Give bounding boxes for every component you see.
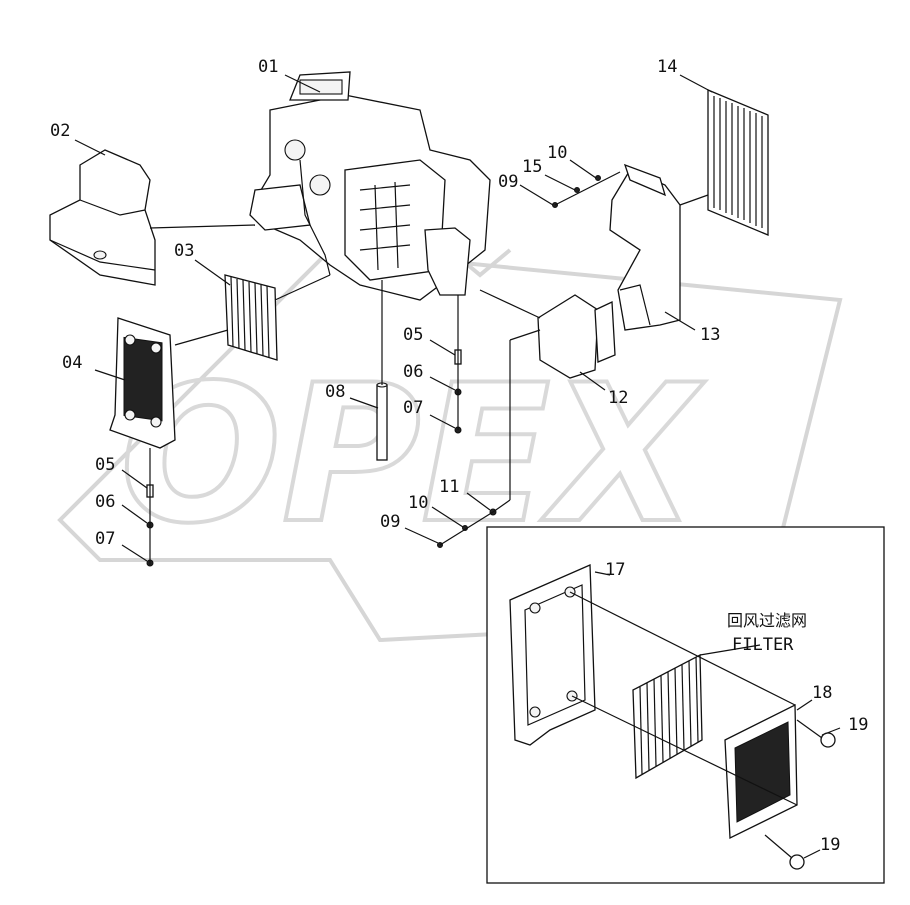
part-01-heater-unit xyxy=(249,71,491,301)
label-07-right: 07 xyxy=(403,398,423,418)
label-19-top: 19 xyxy=(848,715,868,735)
part-14-cabin-filter xyxy=(707,89,769,236)
label-14: 14 xyxy=(657,57,677,77)
label-12: 12 xyxy=(608,388,628,408)
inset-title-cn: 回风过滤网 xyxy=(727,611,807,630)
label-10-top: 10 xyxy=(547,143,567,163)
part-13-duct xyxy=(609,163,681,331)
label-08: 08 xyxy=(325,382,345,402)
inset-title-en: FILTER xyxy=(732,635,794,655)
label-05-right: 05 xyxy=(403,325,423,345)
part-04-filter-frame xyxy=(109,317,176,449)
label-10-bottom: 10 xyxy=(408,493,428,513)
label-19-bottom: 19 xyxy=(820,835,840,855)
label-06-right: 06 xyxy=(403,362,423,382)
label-13: 13 xyxy=(700,325,720,345)
part-labels: 01 02 03 04 05 06 07 08 05 06 07 09 15 1… xyxy=(50,57,720,549)
label-15: 15 xyxy=(522,157,542,177)
part-03-filter-element xyxy=(224,274,278,361)
inset-panel: 17 18 19 19 回风过滤网 FILTER xyxy=(486,526,885,884)
label-06-left: 06 xyxy=(95,492,115,512)
label-09-bottom: 09 xyxy=(380,512,400,532)
label-09-top: 09 xyxy=(498,172,518,192)
leader-lines xyxy=(74,74,713,565)
label-04: 04 xyxy=(62,353,82,373)
part-08-drain-tube xyxy=(376,382,388,461)
part-02-duct xyxy=(49,149,156,286)
label-18: 18 xyxy=(812,683,832,703)
part-19-knob-bottom xyxy=(789,854,805,870)
label-03: 03 xyxy=(174,241,194,261)
label-05-left: 05 xyxy=(95,455,115,475)
inset-filter-element xyxy=(632,653,703,780)
label-02: 02 xyxy=(50,121,70,141)
label-11: 11 xyxy=(439,477,459,497)
label-01: 01 xyxy=(258,57,278,77)
label-17: 17 xyxy=(605,560,625,580)
part-12-connector xyxy=(537,294,616,379)
label-07-left: 07 xyxy=(95,529,115,549)
